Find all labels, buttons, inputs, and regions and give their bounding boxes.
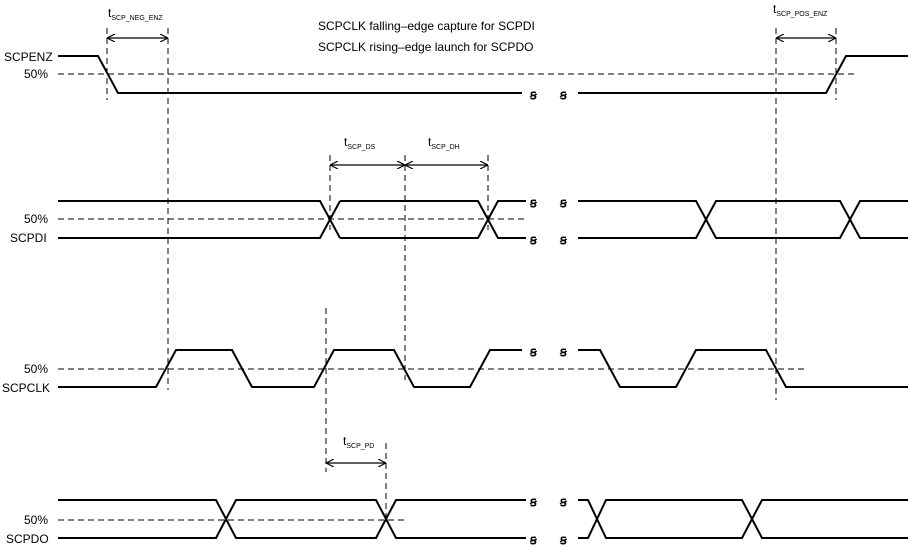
wave-scpdi-hi-a [58, 200, 341, 239]
wave-scpdo-hi-b [578, 499, 908, 539]
break-symbols: ꞩ ꞩ ꞩ ꞩ ꞩ ꞩ ꞩ ꞩ ꞩ ꞩ ꞩ ꞩ [529, 87, 568, 547]
wave-scpenz-b [578, 55, 908, 94]
timing-label-neg-enz: tSCP_NEG_ENZ [108, 6, 163, 22]
wave-scpdo-hi-a [58, 499, 526, 539]
note-capture: SCPCLK falling–edge capture for SCPDI [318, 19, 535, 33]
wave-scpdo-lo-b [578, 499, 908, 539]
wave-scpclk-a [58, 349, 522, 388]
label-scpdi: SCPDI [10, 231, 47, 245]
break-scpdi-hi-right: ꞩ [559, 195, 568, 210]
timing-label-dh: tSCP_DH [428, 135, 460, 151]
timing-label-ds: tSCP_DS [344, 135, 376, 151]
label-scpenz: SCPENZ [4, 50, 53, 64]
break-scpdi-hi-left: ꞩ [529, 195, 538, 210]
wave-scpdi-mid-lo [340, 200, 526, 239]
note-launch: SCPCLK rising–edge launch for SCPDO [318, 40, 533, 54]
timing-label-pd: tSCP_PD [343, 434, 374, 450]
wave-scpdo-lo-a [58, 499, 526, 539]
break-scpdi-lo-left: ꞩ [529, 232, 538, 247]
label-50-scpclk: 50% [24, 362, 48, 376]
break-scpclk-left: ꞩ [529, 344, 538, 359]
wave-scpenz-a [58, 55, 522, 94]
wave-scpclk-b [578, 349, 908, 388]
label-50-scpdo: 50% [24, 513, 48, 527]
break-scpclk-right: ꞩ [559, 344, 568, 359]
timing-label-pos-enz: tSCP_POS_ENZ [773, 2, 828, 18]
break-scpenz-right: ꞩ [559, 87, 568, 102]
wave-scpdi-lo-b [578, 200, 908, 239]
break-scpdo-hi-left: ꞩ [529, 494, 538, 509]
label-scpdo: SCPDO [6, 532, 49, 546]
break-scpdi-lo-right: ꞩ [559, 232, 568, 247]
label-50-scpdi: 50% [24, 212, 48, 226]
break-scpdo-lo-left: ꞩ [529, 532, 538, 547]
break-scpdo-lo-right: ꞩ [559, 532, 568, 547]
break-scpenz-left: ꞩ [529, 87, 538, 102]
label-scpclk: SCPCLK [2, 381, 50, 395]
wave-scpdi-hi-b [578, 200, 908, 239]
break-scpdo-hi-right: ꞩ [559, 494, 568, 509]
wave-scpdi-lo-a [58, 200, 341, 239]
label-50-scpenz: 50% [24, 67, 48, 81]
